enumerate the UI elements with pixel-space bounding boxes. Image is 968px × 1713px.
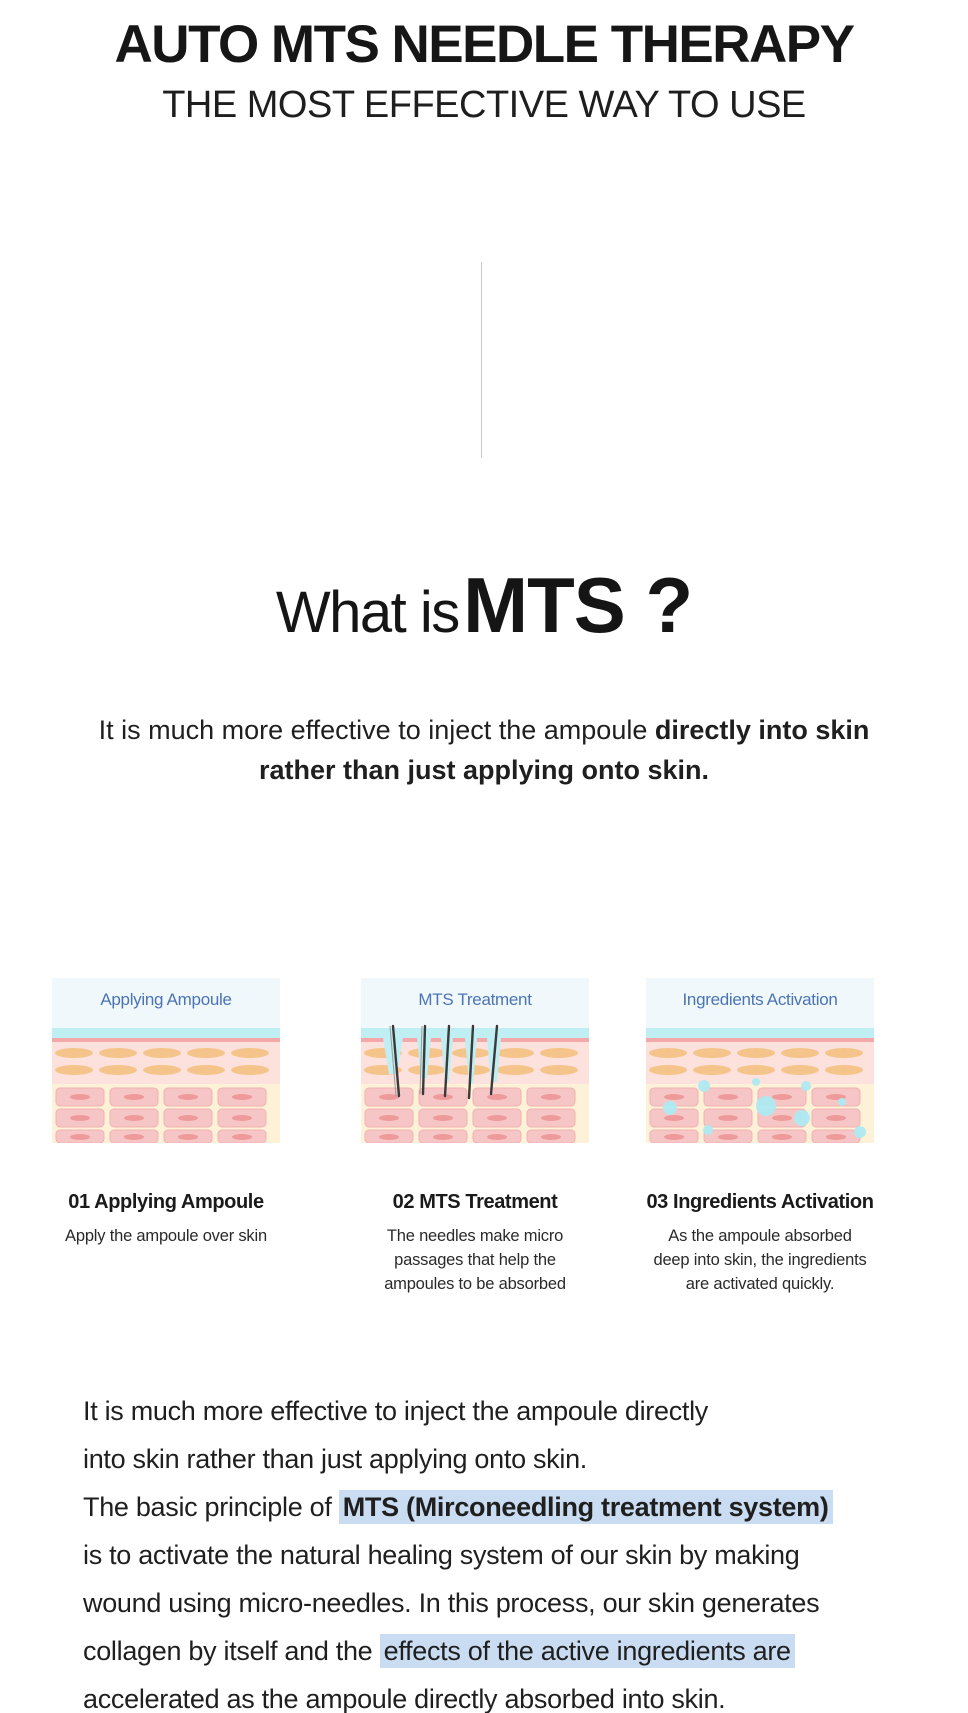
step-mts-treatment: MTS Treatment 02 MTS Treatment The needl… xyxy=(330,978,620,1296)
body-text-span: The basic principle of xyxy=(83,1492,339,1522)
section-title: What is MTS ? xyxy=(0,560,968,651)
body-line: collagen by itself and the effects of th… xyxy=(83,1627,923,1675)
step-applying-ampoule: Applying Ampoule 01 Applying Ampoule App… xyxy=(21,978,311,1248)
intro-part-1: It is much more effective to inject the … xyxy=(98,715,655,745)
step-title: 02 MTS Treatment xyxy=(392,1191,558,1213)
step-desc-line: As the ampoule absorbed xyxy=(668,1227,852,1245)
body-paragraph: It is much more effective to inject the … xyxy=(83,1387,923,1713)
skin-diagram-icon xyxy=(52,978,280,1143)
page-title: AUTO MTS NEEDLE THERAPY xyxy=(114,15,855,74)
body-line: is to activate the natural healing syste… xyxy=(83,1540,800,1570)
step-ingredients-activation: Ingredients Activation 03 Ingredients Ac… xyxy=(615,978,905,1296)
intro-part-2: rather than just applying onto skin. xyxy=(258,755,710,785)
skin-illustration-activation: Ingredients Activation xyxy=(646,978,874,1143)
step-desc-line: ampoules to be absorbed xyxy=(384,1275,566,1293)
highlight-active-ingredients: effects of the active ingredients are xyxy=(379,1634,795,1668)
step-desc-line: are activated quickly. xyxy=(685,1275,835,1293)
section-title-light: What is xyxy=(275,580,460,645)
card-label-activation: Ingredients Activation xyxy=(682,990,838,1009)
body-line: into skin rather than just applying onto… xyxy=(83,1444,587,1474)
intro-line-2: rather than just applying onto skin. xyxy=(0,750,968,790)
card-label-treatment: MTS Treatment xyxy=(418,990,532,1009)
body-line: It is much more effective to inject the … xyxy=(83,1396,708,1426)
intro-line-1: It is much more effective to inject the … xyxy=(0,710,968,750)
skin-illustration-treatment: MTS Treatment xyxy=(361,978,589,1143)
body-text-span: collagen by itself and the xyxy=(83,1636,380,1666)
card-label-applying: Applying Ampoule xyxy=(100,990,232,1009)
step-title: 03 Ingredients Activation xyxy=(646,1191,874,1213)
skin-illustration-applying: Applying Ampoule xyxy=(52,978,280,1143)
highlight-mts-definition: MTS (Mirconeedling treatment system) xyxy=(338,1490,833,1524)
body-line: accelerated as the ampoule directly abso… xyxy=(83,1684,726,1713)
step-description: Apply the ampoule over skin xyxy=(21,1224,311,1248)
step-description: As the ampoule absorbed deep into skin, … xyxy=(615,1224,905,1296)
intro-text: It is much more effective to inject the … xyxy=(0,710,968,790)
step-desc-line: deep into skin, the ingredients xyxy=(653,1251,867,1269)
highlight-text: MTS (Mirconeedling treatment system) xyxy=(342,1492,829,1522)
step-desc-line: The needles make micro xyxy=(386,1227,564,1245)
intro-bold: directly into skin xyxy=(654,715,870,745)
step-title: 01 Applying Ampoule xyxy=(68,1191,264,1213)
steps-row: Applying Ampoule 01 Applying Ampoule App… xyxy=(0,978,968,1308)
step-desc-line: passages that help the xyxy=(394,1251,556,1269)
body-line: wound using micro-needles. In this proce… xyxy=(83,1588,820,1618)
activation-diagram-icon xyxy=(646,978,874,1143)
section-title-bold: MTS ? xyxy=(463,561,693,649)
step-description: The needles make micro passages that hel… xyxy=(330,1224,620,1296)
page-subtitle: THE MOST EFFECTIVE WAY TO USE xyxy=(162,84,806,126)
step-desc-line: Apply the ampoule over skin xyxy=(65,1227,267,1245)
body-line: The basic principle of MTS (Mirconeedlin… xyxy=(83,1483,923,1531)
needle-diagram-icon xyxy=(361,978,589,1143)
vertical-divider xyxy=(481,262,482,458)
